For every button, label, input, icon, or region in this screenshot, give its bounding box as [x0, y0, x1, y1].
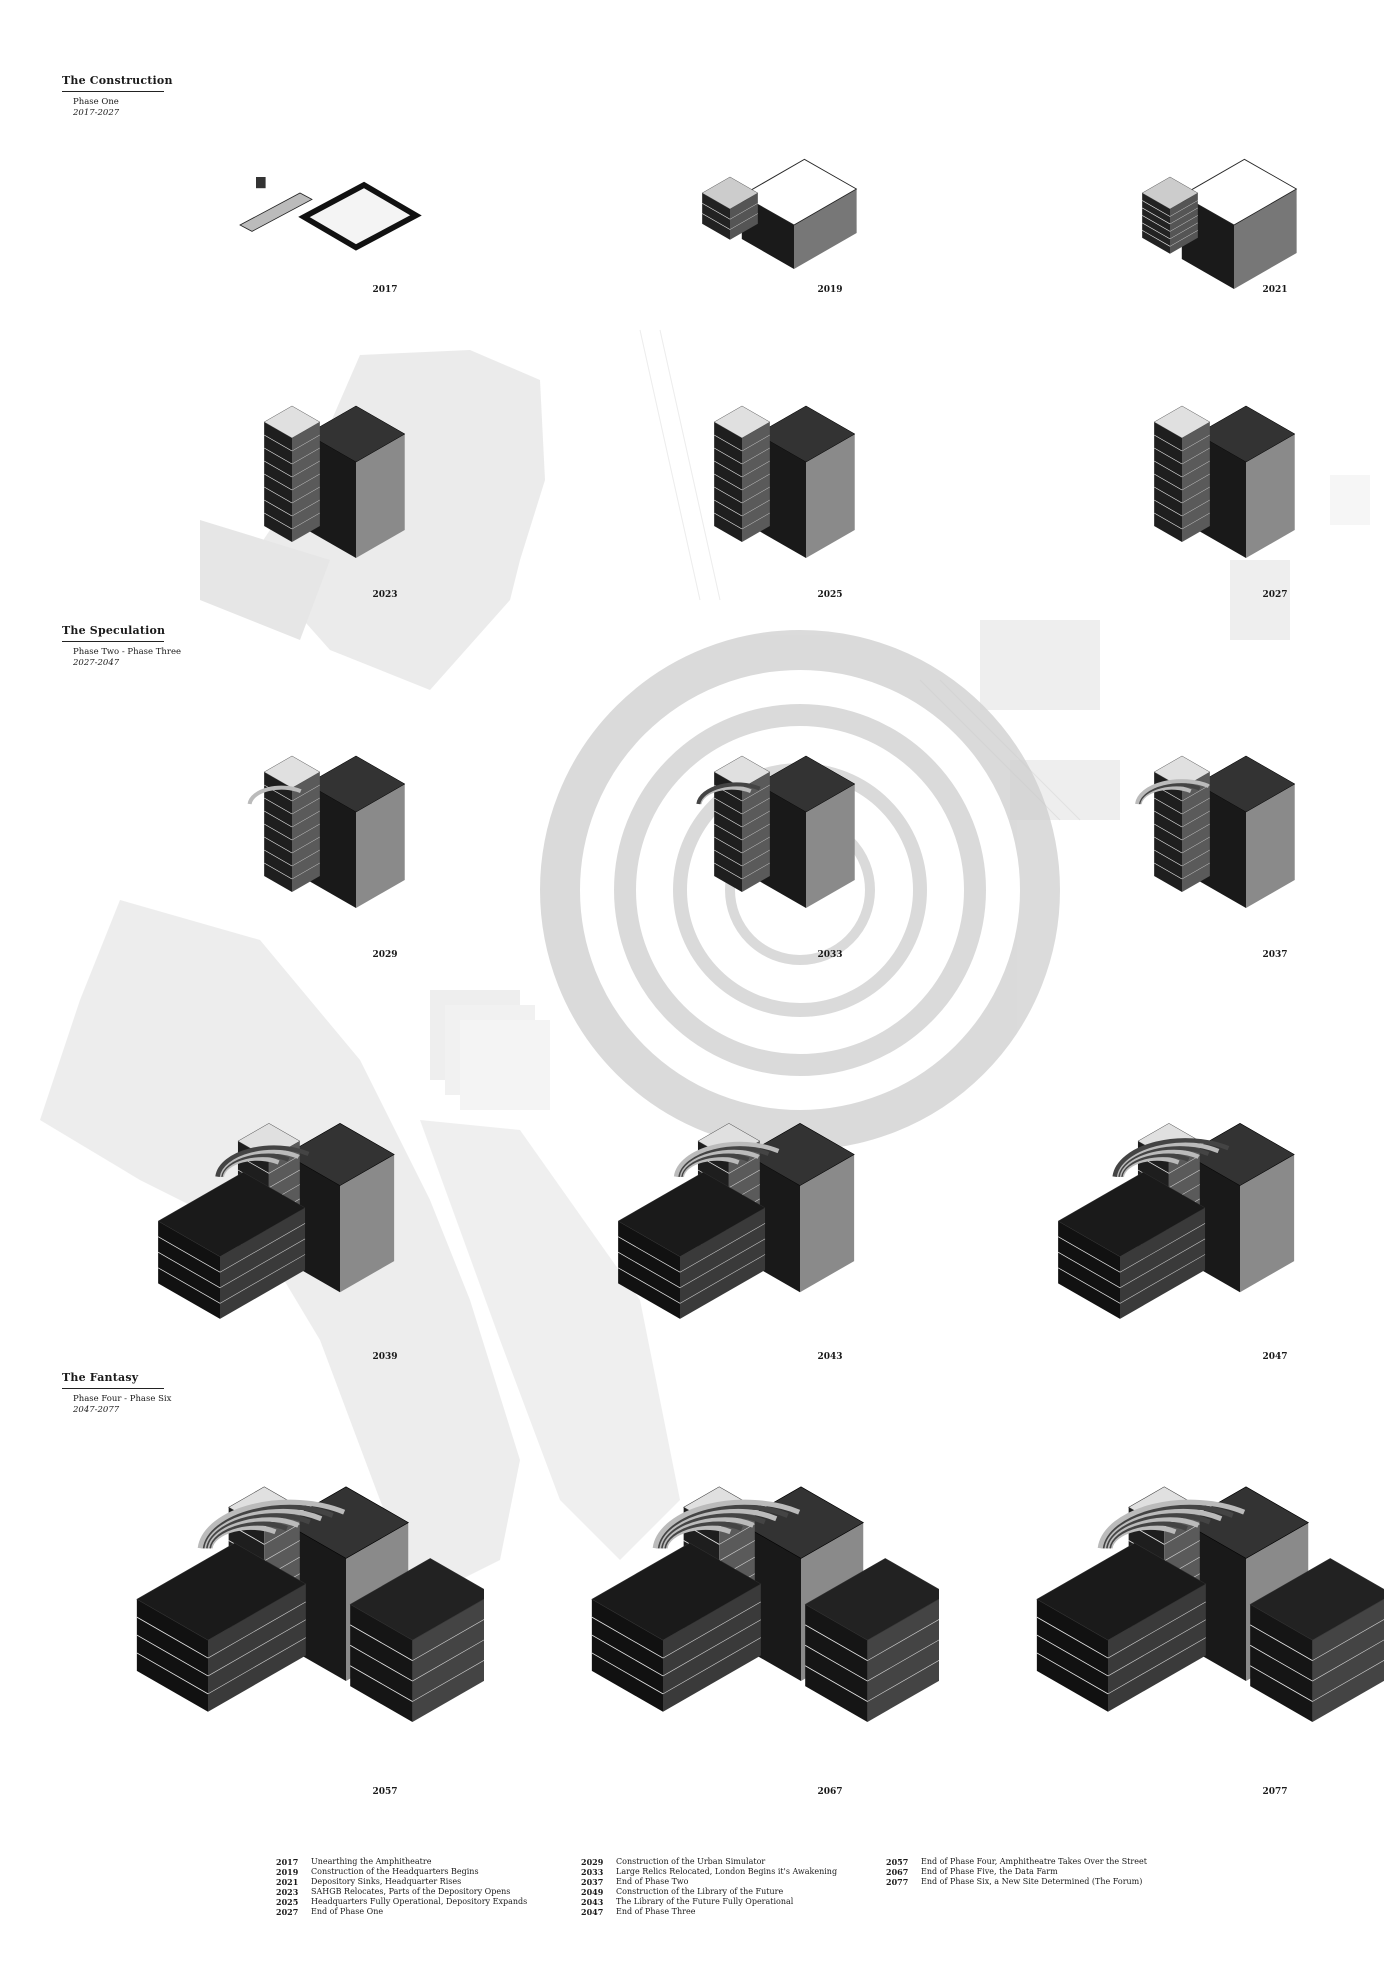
phase-years: 2047-2077	[73, 1405, 120, 1415]
model-year-label: 2021	[1262, 285, 1288, 295]
model-year-label: 2057	[372, 1787, 398, 1797]
axonometric-model	[1153, 405, 1296, 558]
phase-divider	[62, 91, 164, 92]
model-year-label: 2043	[817, 1352, 843, 1362]
phase-heading-fantasy: The Fantasy Phase Four - Phase Six 2047-…	[62, 1371, 171, 1416]
phase-heading-construction: The Construction Phase One 2017-2027	[62, 74, 173, 119]
axonometric-model	[1141, 158, 1298, 289]
phase-divider	[62, 641, 164, 642]
axonometric-model	[713, 405, 856, 558]
axonometric-model	[1036, 1486, 1384, 1722]
axonometric-model	[617, 1123, 855, 1319]
model-year-label: 2033	[817, 950, 843, 960]
axonometric-model	[1057, 1123, 1295, 1319]
axonometric-model	[239, 177, 422, 251]
axonometric-model	[263, 405, 406, 558]
model-year-label: 2039	[372, 1352, 398, 1362]
phase-subtitle: Phase Two - Phase Three	[73, 647, 182, 657]
axonometric-model	[591, 1486, 939, 1722]
axonometric-model	[157, 1123, 395, 1319]
axonometric-model	[696, 755, 856, 908]
phase-years: 2027-2047	[73, 658, 120, 668]
phase-heading-speculation: The Speculation Phase Two - Phase Three …	[62, 624, 181, 669]
model-year-label: 2023	[372, 590, 398, 600]
axonometric-model	[701, 158, 858, 269]
model-year-label: 2067	[817, 1787, 843, 1797]
model-year-label: 2019	[817, 285, 843, 295]
model-year-label: 2047	[1262, 1352, 1288, 1362]
model-year-label: 2027	[1262, 590, 1288, 600]
model-year-label: 2077	[1262, 1787, 1288, 1797]
phase-title: The Construction	[62, 74, 173, 87]
axonometric-model	[136, 1486, 484, 1722]
axonometric-model	[1135, 755, 1296, 908]
axonometric-model	[247, 755, 406, 908]
phase-title: The Fantasy	[62, 1371, 139, 1384]
phase-title: The Speculation	[62, 624, 166, 637]
model-year-label: 2017	[372, 285, 398, 295]
phase-subtitle: Phase One	[73, 97, 119, 107]
model-year-label: 2029	[372, 950, 398, 960]
model-year-label: 2037	[1262, 950, 1288, 960]
phase-subtitle: Phase Four - Phase Six	[73, 1394, 172, 1404]
phase-years: 2017-2027	[73, 108, 120, 118]
model-year-label: 2025	[817, 590, 843, 600]
phase-divider	[62, 1388, 164, 1389]
